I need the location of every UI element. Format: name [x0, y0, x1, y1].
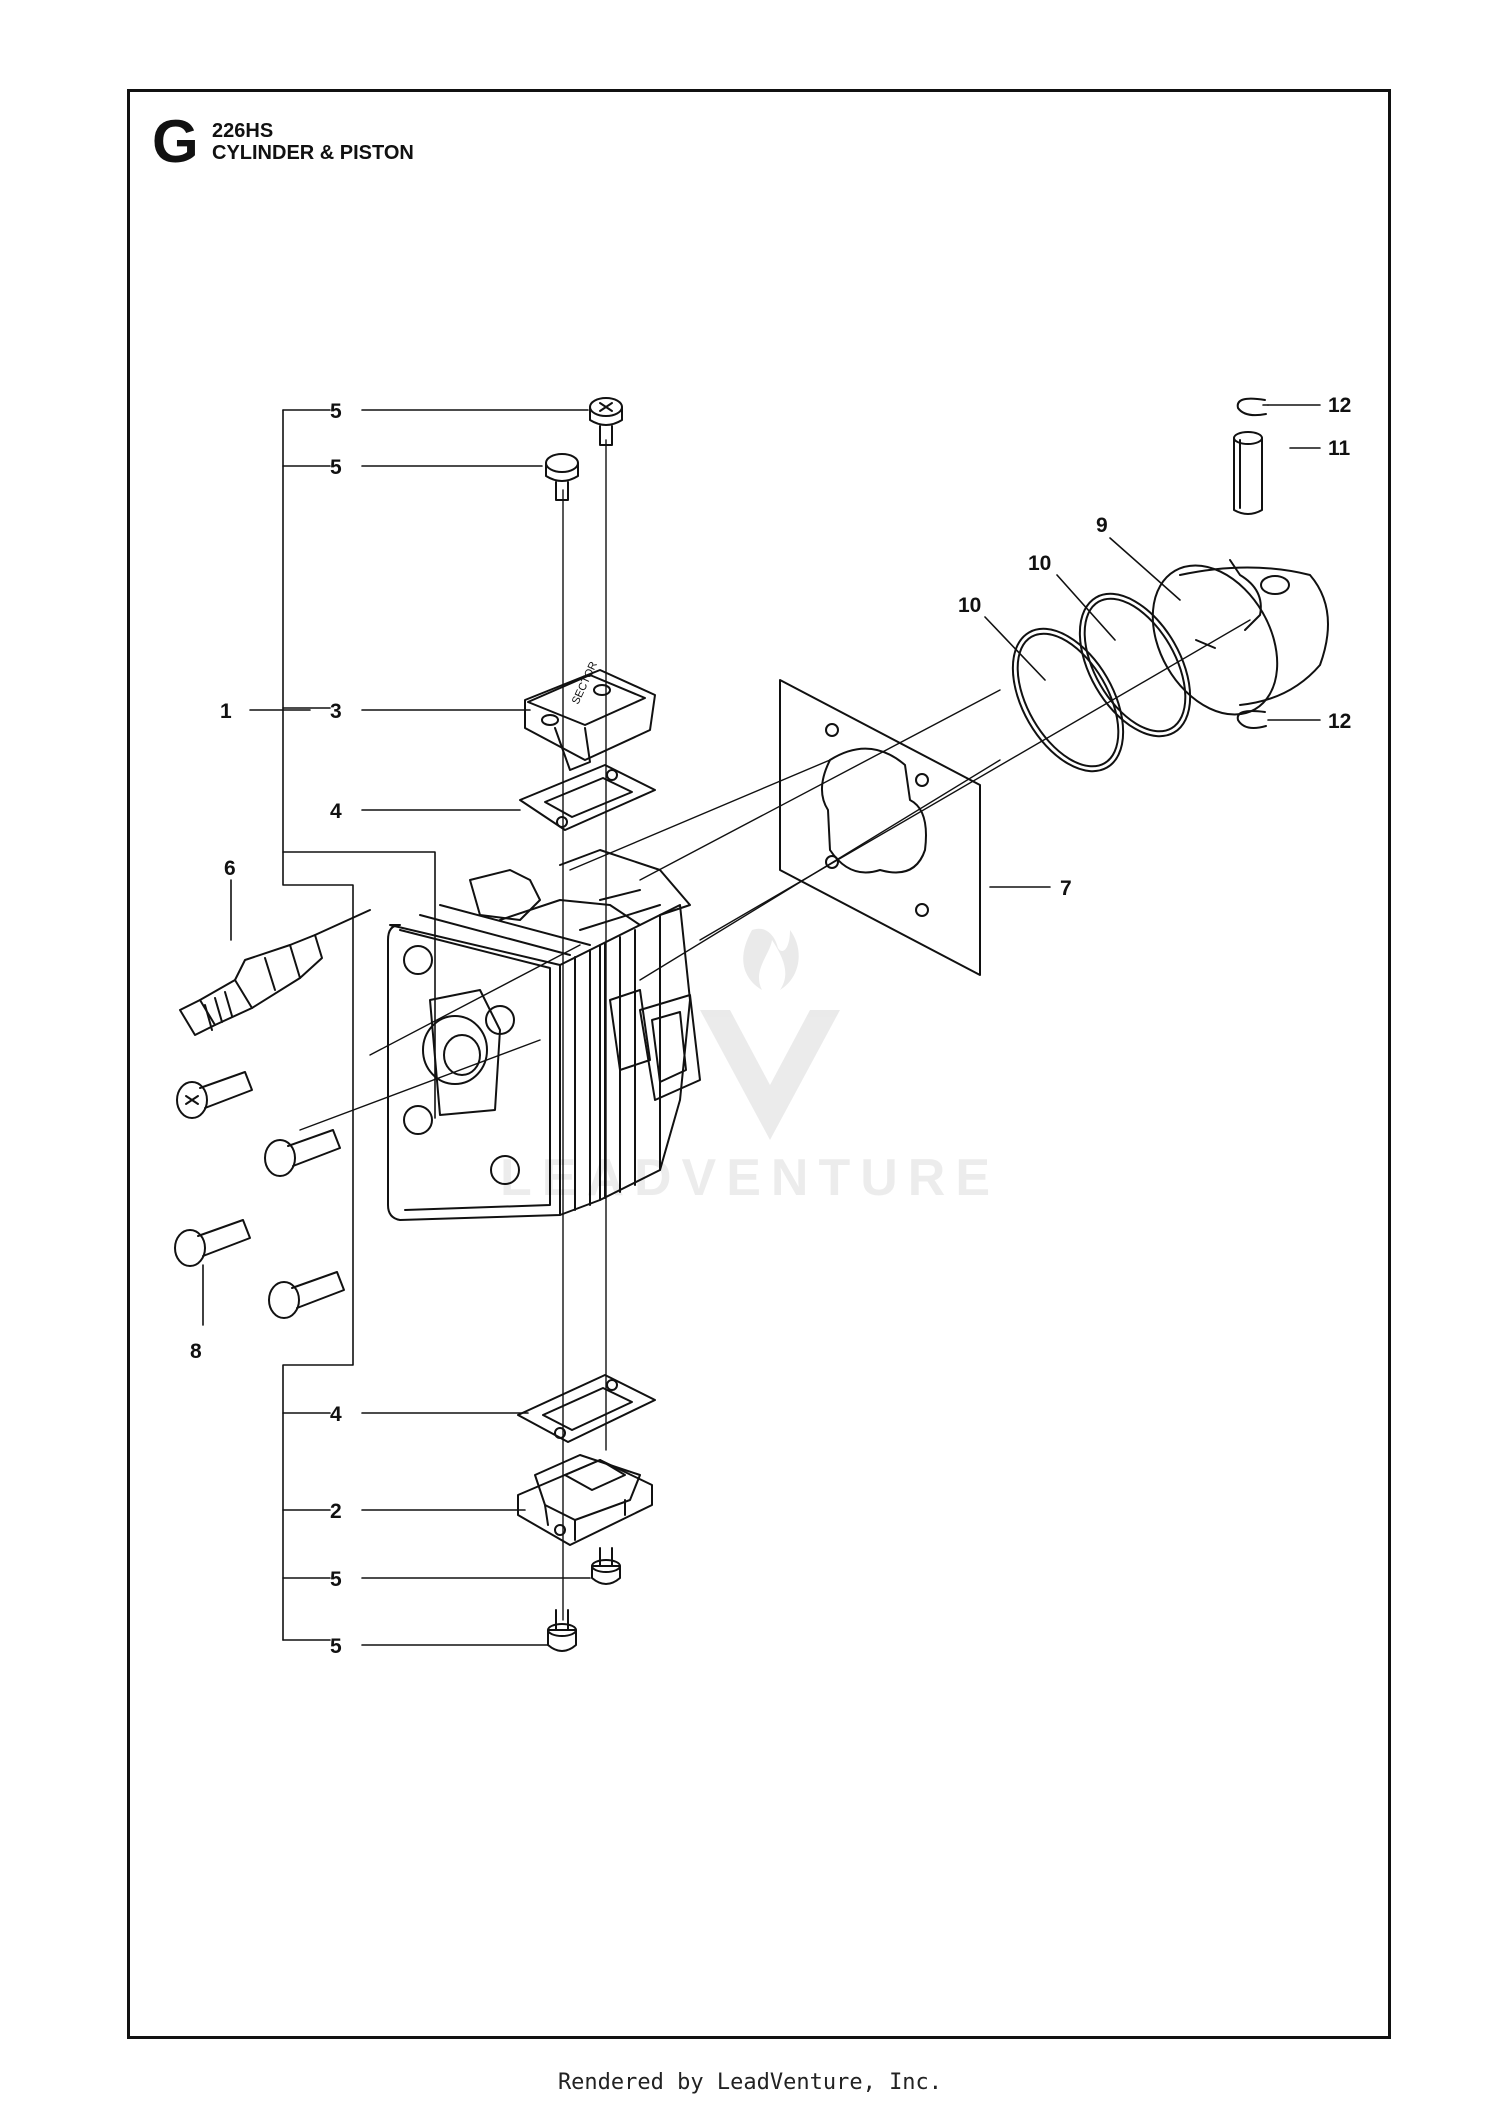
circlip-12-bottom — [1236, 710, 1267, 729]
callout-8: 8 — [190, 1340, 202, 1363]
callout-4-top: 4 — [330, 800, 342, 823]
watermark-logo — [700, 928, 840, 1140]
piston-pin-11 — [1233, 431, 1263, 515]
bolt-8-c — [174, 1219, 251, 1267]
callout-5-d: 5 — [330, 1635, 342, 1658]
callout-5-b: 5 — [330, 456, 342, 479]
screw-5-top-a — [589, 397, 623, 446]
spark-plug-6 — [179, 909, 371, 1036]
gasket-4-top — [519, 764, 656, 831]
section-letter: G — [152, 108, 199, 175]
model-number: 226HS — [212, 120, 274, 142]
callout-3: 3 — [330, 700, 342, 723]
callout-5-c: 5 — [330, 1568, 342, 1591]
callout-6: 6 — [224, 857, 236, 880]
callout-10-a: 10 — [1028, 552, 1051, 575]
callout-labels: 1 2 3 4 4 5 5 5 5 6 7 8 9 10 10 11 12 12 — [190, 394, 1351, 1658]
piston-ring-10-b — [1078, 592, 1192, 738]
callout-7: 7 — [1060, 877, 1072, 900]
bolt-8-d — [268, 1271, 345, 1319]
bolt-8-a — [176, 1071, 253, 1119]
base-gasket-7 — [779, 679, 981, 976]
screw-5-top-b — [545, 453, 579, 501]
screw-5-bottom-a — [591, 1547, 621, 1585]
callout-10-b: 10 — [958, 594, 981, 617]
diagram-frame — [127, 89, 1391, 2039]
callout-5-a: 5 — [330, 400, 342, 423]
group-1-bracket — [249, 409, 436, 1641]
cover-3: SECTOR — [524, 660, 656, 771]
callout-12-bottom: 12 — [1328, 710, 1351, 733]
piston-ring-10-a — [1011, 627, 1125, 773]
diagram-title: CYLINDER & PISTON — [212, 142, 414, 164]
cylinder-body — [387, 849, 701, 1221]
circlip-12-top — [1236, 397, 1267, 417]
callout-12-top: 12 — [1328, 394, 1351, 417]
bolt-8-b — [264, 1129, 341, 1177]
callout-4-bottom: 4 — [330, 1403, 342, 1426]
watermark-text: LEADVENTURE — [500, 1149, 1000, 1207]
callout-9: 9 — [1096, 514, 1108, 537]
callout-2: 2 — [330, 1500, 342, 1523]
leader-lines — [202, 404, 1321, 1646]
svg-text:SECTOR: SECTOR — [570, 660, 600, 706]
gasket-4-bottom — [517, 1374, 656, 1443]
piston-9 — [1151, 559, 1329, 716]
center-guides — [299, 439, 1251, 1621]
callout-11: 11 — [1328, 437, 1351, 460]
callout-1: 1 — [220, 700, 232, 723]
footer-credit: Rendered by LeadVenture, Inc. — [557, 2070, 943, 2095]
screw-5-bottom-b — [547, 1609, 577, 1652]
intake-block-2 — [517, 1454, 653, 1546]
